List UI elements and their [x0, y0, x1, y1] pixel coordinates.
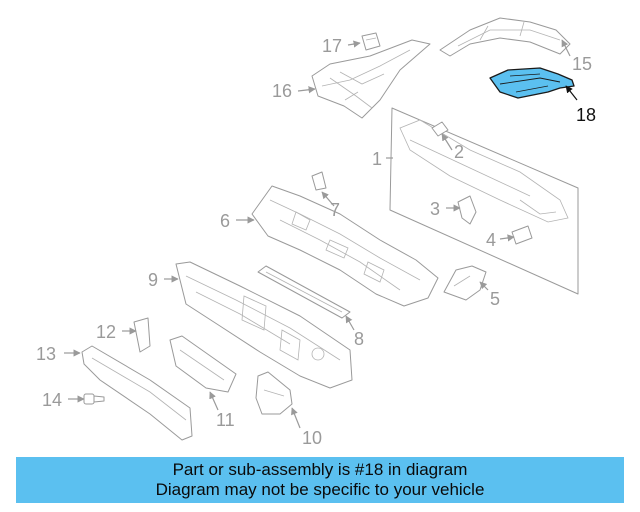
callout-16: 16 — [272, 81, 292, 101]
callout-8: 8 — [354, 329, 364, 349]
part-16-cowl-panel-left — [311, 39, 431, 119]
callout-2: 2 — [454, 142, 464, 162]
banner-line-2: Diagram may not be specific to your vehi… — [155, 480, 485, 499]
part-10-bracket — [255, 371, 293, 415]
part-9-dash-panel-lower — [175, 261, 353, 389]
callout-18: 18 — [576, 105, 596, 125]
part-12-pad — [133, 317, 151, 353]
part-17-clip — [361, 32, 381, 51]
leader-lines — [64, 39, 578, 429]
info-banner: Part or sub-assembly is #18 in diagram D… — [16, 457, 624, 503]
banner-line-1: Part or sub-assembly is #18 in diagram — [172, 460, 468, 479]
callout-12: 12 — [96, 322, 116, 342]
callout-10: 10 — [302, 428, 322, 448]
part-11-bracket — [169, 335, 237, 393]
part-18-highlighted — [489, 67, 575, 99]
part-15-cowl-panel-right — [439, 17, 571, 57]
parts-diagram: 17 16 15 18 1 2 3 4 7 6 5 8 9 12 13 14 1… — [36, 17, 596, 448]
callout-14: 14 — [42, 390, 62, 410]
part-7-pad — [311, 171, 327, 191]
part-6-dash-panel-upper — [251, 185, 439, 307]
callout-3: 3 — [430, 199, 440, 219]
callout-4: 4 — [486, 230, 496, 250]
callout-5: 5 — [490, 289, 500, 309]
callout-17: 17 — [322, 36, 342, 56]
callout-15: 15 — [572, 54, 592, 74]
callout-13: 13 — [36, 344, 56, 364]
part-5-bracket — [443, 265, 487, 301]
part-1-cowl-assembly-box — [389, 107, 579, 295]
part-8-cross-rail — [257, 265, 351, 319]
part-14-screw — [83, 393, 105, 405]
callout-6: 6 — [220, 211, 230, 231]
callout-1: 1 — [372, 149, 382, 169]
callout-11: 11 — [216, 410, 235, 430]
part-3-bracket — [457, 195, 477, 225]
callout-9: 9 — [148, 270, 158, 290]
callout-7: 7 — [330, 200, 340, 220]
part-13-side-rail — [81, 345, 193, 441]
part-2-bracket — [431, 121, 449, 137]
